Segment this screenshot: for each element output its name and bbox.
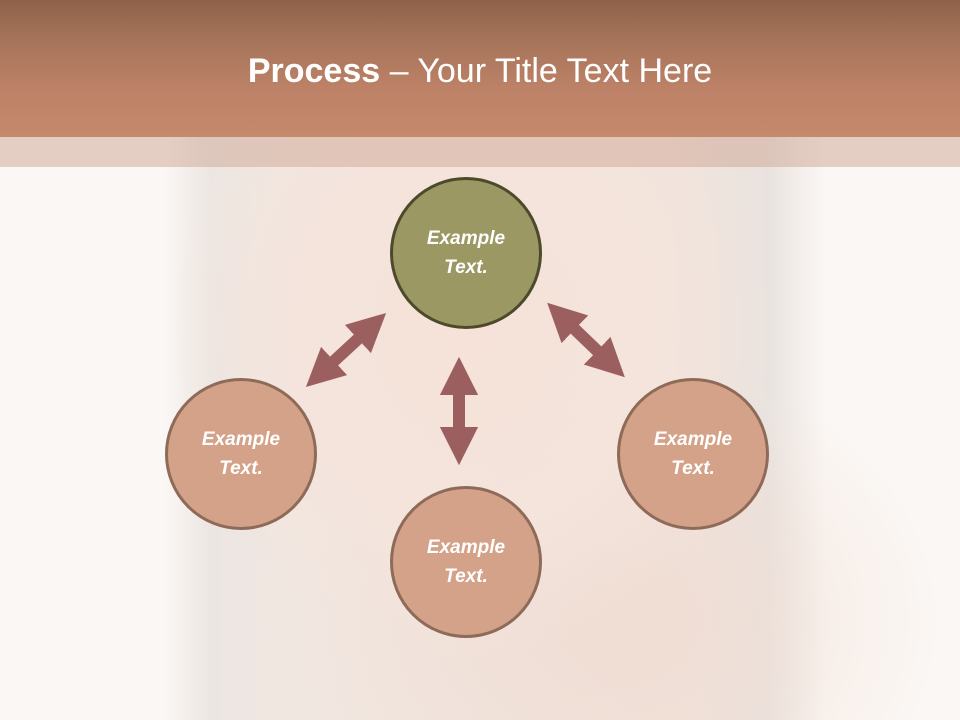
node-right: Example Text. bbox=[617, 378, 769, 530]
node-left: Example Text. bbox=[165, 378, 317, 530]
node-top-line1: Example bbox=[426, 228, 506, 249]
header-accent-band bbox=[0, 137, 960, 167]
arrow-top-left bbox=[305, 312, 387, 388]
title-bar bbox=[0, 0, 960, 137]
node-bottom-line2: Text. bbox=[444, 566, 488, 587]
node-bottom: Example Text. bbox=[390, 486, 542, 638]
node-bottom-line1: Example bbox=[426, 537, 506, 558]
node-left-line1: Example bbox=[201, 429, 281, 450]
node-left-line2: Text. bbox=[219, 458, 263, 479]
node-right-line2: Text. bbox=[671, 458, 715, 479]
node-top: Example Text. bbox=[390, 177, 542, 329]
title-bold: Process bbox=[247, 52, 381, 90]
node-top-line2: Text. bbox=[444, 257, 488, 278]
arrow-top-right bbox=[547, 302, 625, 378]
title-rest: – Your Title Text Here bbox=[380, 52, 713, 90]
slide-title: Process – Your Title Text Here bbox=[0, 52, 960, 91]
node-right-line1: Example bbox=[653, 429, 733, 450]
